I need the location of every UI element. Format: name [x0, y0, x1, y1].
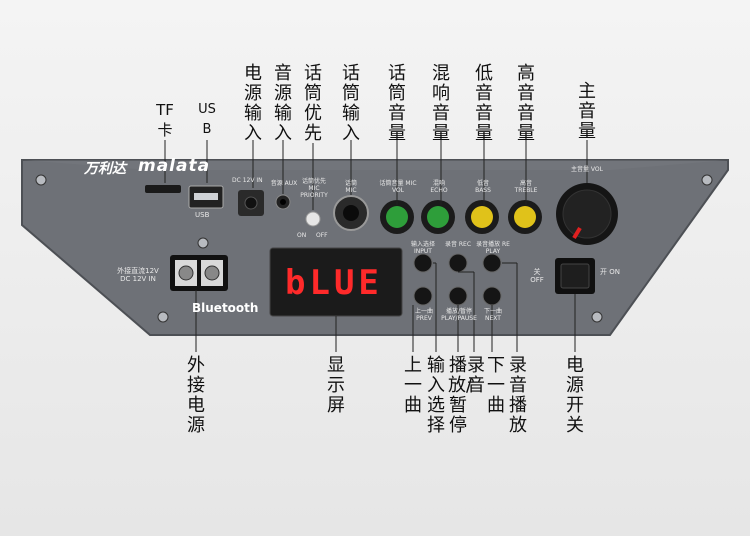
echo-knob[interactable]: [427, 206, 449, 228]
mic-vol-label: 话筒音量 MIC VOL: [379, 180, 417, 194]
callout-external-power: 外接电源: [187, 355, 205, 436]
brand-cn: 万利达: [84, 161, 126, 177]
on-label: ON: [297, 232, 307, 239]
callout-mic-volume: 话筒音量: [388, 63, 406, 144]
callout-power-input: 电源输入: [244, 63, 262, 144]
vol-label: 主音量 VOL: [571, 166, 603, 173]
callout-bass-volume: 低音音量: [475, 63, 493, 144]
callout-rec-play: 录音播放: [509, 355, 527, 436]
callout-power-switch: 电源开关: [566, 355, 584, 436]
treble-label: 高音 TREBLE: [514, 180, 538, 194]
screw: [35, 174, 47, 186]
display-readout: bLUE: [285, 263, 383, 303]
play-pause-button[interactable]: [448, 286, 468, 306]
re-play-label: 录音播放 RE PLAY: [476, 241, 510, 255]
buttons-group: [413, 253, 502, 306]
usb-panel-label: USB: [195, 211, 210, 219]
ext-power-label: 外接直流12V DC 12V IN: [117, 267, 159, 283]
bass-knob[interactable]: [471, 206, 493, 228]
echo-label: 混响 ECHO: [430, 180, 448, 194]
dc-in-label: DC 12V IN: [232, 177, 263, 184]
screw: [157, 311, 169, 323]
tf-card-slot[interactable]: [145, 185, 181, 193]
callout-treble-volume: 高音音量: [517, 63, 535, 144]
input-select-button[interactable]: [413, 253, 433, 273]
callout-mic-priority: 话筒优先: [304, 63, 322, 144]
next-label: 下一曲 NEXT: [483, 308, 502, 322]
callout-prev: 上一曲: [404, 355, 422, 416]
mic-priority-label: 话筒优先 MIC PRIORITY: [300, 178, 328, 199]
screw: [701, 174, 713, 186]
callout-next: 下一曲: [487, 355, 505, 416]
rec-button[interactable]: [448, 253, 468, 273]
screw: [591, 311, 603, 323]
bluetooth-logo-text: Bluetooth: [192, 301, 259, 315]
bass-label: 低音 BASS: [475, 180, 491, 194]
mic-vol-knob[interactable]: [386, 206, 408, 228]
callout-usb: USB: [198, 102, 216, 137]
aux-label: 音源 AUX: [270, 180, 298, 187]
input-label: 输入选择 INPUT: [410, 241, 435, 255]
callout-input-select: 输入选择: [427, 355, 445, 436]
callout-play-pause: 播放/暂停: [448, 355, 473, 436]
callout-audio-input: 音源输入: [274, 63, 292, 144]
next-button[interactable]: [482, 286, 502, 306]
brand-en: malata: [138, 156, 211, 176]
re-play-button[interactable]: [482, 253, 502, 273]
callout-record: 录音: [467, 355, 485, 396]
callout-mic-input: 话筒输入: [342, 63, 360, 144]
mic-label: 话筒 MIC: [344, 180, 357, 194]
callout-master-volume: 主音量: [578, 81, 596, 142]
play-pause-label: 播放/暂停 PLAY/PAUSE: [441, 308, 477, 322]
callout-tf-card: TF卡: [156, 101, 174, 139]
prev-button[interactable]: [413, 286, 433, 306]
mic-priority-switch[interactable]: [305, 211, 321, 227]
switch-off-label: 关 OFF: [530, 268, 544, 284]
rec-label: 录音 REC: [444, 241, 472, 248]
switch-on-label: 开 ON: [600, 268, 620, 276]
callout-echo-volume: 混响音量: [432, 63, 450, 144]
treble-knob[interactable]: [514, 206, 536, 228]
prev-label: 上一曲 PREV: [414, 308, 433, 322]
callout-display: 显示屏: [327, 355, 345, 416]
off-label: OFF: [316, 232, 328, 239]
